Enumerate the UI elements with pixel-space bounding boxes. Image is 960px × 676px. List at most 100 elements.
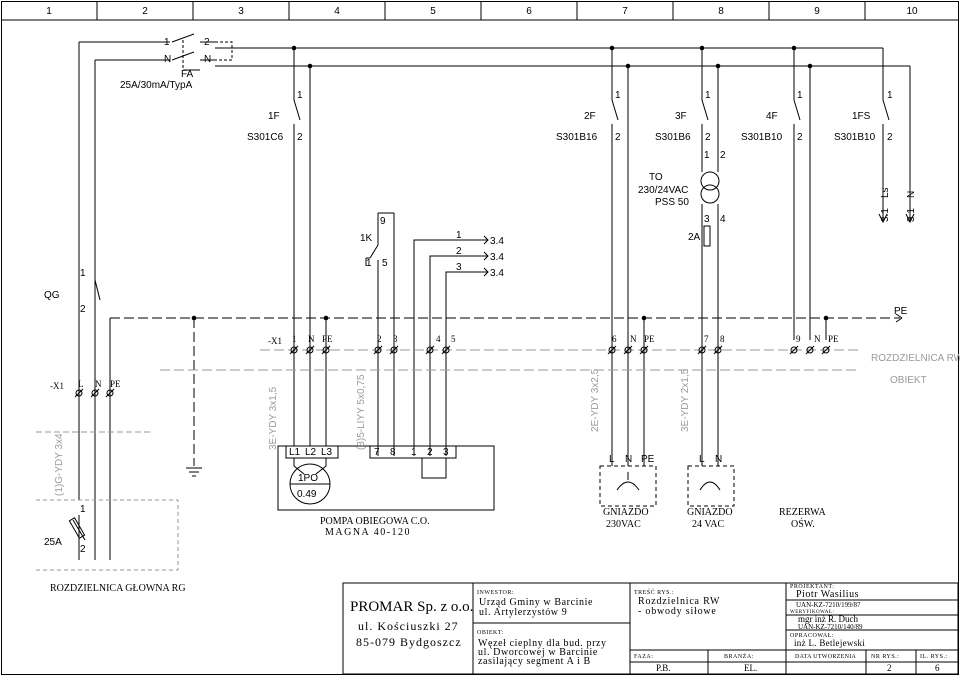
terminal-label: L <box>78 379 84 389</box>
terminal-label: 1 <box>292 334 297 344</box>
breaker-tag: 2F <box>584 111 596 122</box>
branch-heading: BRANŻA: <box>724 653 754 660</box>
pump-terminal: 8 <box>390 447 396 458</box>
terminal-markers <box>74 345 831 398</box>
pump-terminal: 2 <box>427 447 433 458</box>
object-line: Węzeł cieplny dla bud. przy <box>478 638 607 649</box>
socket-terminal: L <box>699 454 705 465</box>
phase-heading: FAZA: <box>634 654 653 660</box>
transformer-ratio: 230/24VAC <box>638 185 688 196</box>
cable-label: 3E-YDY 2x1,5 <box>680 368 691 432</box>
zone-label: OBIEKT <box>890 375 927 386</box>
rcd-pin-n2: N <box>204 54 211 65</box>
breaker-pin: 1 <box>887 90 893 101</box>
motor-tag: 1PO <box>298 473 318 484</box>
pump-terminal: 7 <box>374 447 380 458</box>
content-line: Rozdzielnica RW <box>638 596 720 607</box>
object-heading: OBIEKT: <box>477 630 504 636</box>
main-switch-pin: 1 <box>80 268 86 279</box>
content-heading: TREŚĆ RYS.: <box>634 588 674 596</box>
reserve-caption: REZERWA <box>779 507 826 518</box>
socket-caption: 24 VAC <box>692 519 724 530</box>
drawing-no-heading: NR RYS.: <box>871 654 899 660</box>
transformer-pin: 4 <box>720 214 726 225</box>
ref-target: 3.4 <box>490 252 504 263</box>
transformer-model: PSS 50 <box>655 197 689 208</box>
investor-line: ul. Artylerzystów 9 <box>479 607 567 618</box>
main-breaker-pin: 2 <box>80 544 86 555</box>
terminal-label: PE <box>644 334 655 344</box>
socket-caption: 230VAC <box>606 519 641 530</box>
author-heading: OPRACOWAŁ: <box>790 633 834 639</box>
pump-terminal: 1 <box>411 447 417 458</box>
zone-boundaries <box>36 349 860 571</box>
rcd-pin-n1: N <box>164 54 171 65</box>
reserve-caption: OŚW. <box>791 518 815 530</box>
breaker-pin: 1 <box>797 90 803 101</box>
terminal-label: PE <box>322 334 333 344</box>
cable-label: 3E-YDY 3x1,5 <box>268 386 279 450</box>
column-number: 9 <box>814 6 820 17</box>
terminal-label: PE <box>110 379 121 389</box>
breaker-pin: 1 <box>297 90 303 101</box>
socket-caption: GNIAZDO <box>603 507 649 518</box>
relay-pin: 1 <box>366 258 372 269</box>
ref-number: 1 <box>456 230 462 241</box>
author-name: inż L. Betlejewski <box>794 638 865 648</box>
transformer-pin: 1 <box>704 150 710 161</box>
company-city: 85-079 Bydgoszcz <box>356 635 462 649</box>
terminal-label: N <box>630 334 637 344</box>
pump-terminal: L2 <box>305 447 317 458</box>
terminal-label: 3 <box>393 334 398 344</box>
breaker-pin: 1 <box>705 90 711 101</box>
column-number: 8 <box>718 6 724 17</box>
socket-terminal: PE <box>641 454 655 465</box>
checker-heading: WERYFIKOWAŁ: <box>790 610 834 615</box>
breaker-type: S301C6 <box>247 132 284 143</box>
terminal-label: 8 <box>720 334 725 344</box>
investor-line: Urząd Gminy w Barcinie <box>479 597 593 608</box>
rcd-pin-1: 1 <box>164 37 170 48</box>
drawing-no-value: 2 <box>887 663 892 673</box>
terminal-label: 9 <box>796 334 801 344</box>
junction-dots <box>191 45 829 321</box>
column-number: 5 <box>430 6 436 17</box>
ls-label: Ls <box>880 187 891 198</box>
transformer-tag: TO <box>649 172 663 183</box>
wiring <box>68 33 915 560</box>
pump-terminal: L1 <box>289 447 301 458</box>
relay-pin: 9 <box>380 216 386 227</box>
pump-caption: POMPA OBIEGOWA C.O. <box>320 516 430 527</box>
cable-label: (1)G-YDY 3x4 <box>54 433 65 496</box>
relay-pin: 5 <box>382 258 388 269</box>
terminal-label: N <box>308 334 315 344</box>
main-board-caption: ROZDZIELNICA GŁOWNA RG <box>50 583 186 594</box>
socket-terminal: N <box>625 454 632 465</box>
relay-tag: 1K <box>360 233 373 244</box>
checker-licence: UAN-KZ-7210/140/89 <box>798 623 863 631</box>
motor-power: 0.49 <box>297 489 317 500</box>
column-number: 2 <box>142 6 148 17</box>
socket-terminal: L <box>609 454 615 465</box>
company-name: PROMAR Sp. z o.o. <box>350 599 473 615</box>
cable-label: (3)5-LIYY 5x0,75 <box>356 374 367 450</box>
breaker-pin: 2 <box>887 132 893 143</box>
socket-caption: GNIAZDO <box>687 507 733 518</box>
date-heading: DATA UTWORZENIA <box>795 654 857 660</box>
breaker-tag: 4F <box>766 111 778 122</box>
breaker-pin: 2 <box>297 132 303 143</box>
terminal-strip-tag: -X1 <box>268 336 282 346</box>
main-breaker-pin: 1 <box>80 504 86 515</box>
breaker-tag: 1F <box>268 111 280 122</box>
object-line: ul. Dworcowej w Barcinie <box>478 647 598 658</box>
terminal-label: 5 <box>451 334 456 344</box>
breaker-type: S301B6 <box>655 132 691 143</box>
phase-value: P.B. <box>656 663 671 673</box>
breaker-type: S301B10 <box>834 132 876 143</box>
socket-terminal: N <box>715 454 722 465</box>
breaker-tag: 3F <box>675 111 687 122</box>
designer-name: Piotr Wasilius <box>796 589 859 600</box>
ref-number: 2 <box>456 246 462 257</box>
terminal-label: N <box>814 334 821 344</box>
